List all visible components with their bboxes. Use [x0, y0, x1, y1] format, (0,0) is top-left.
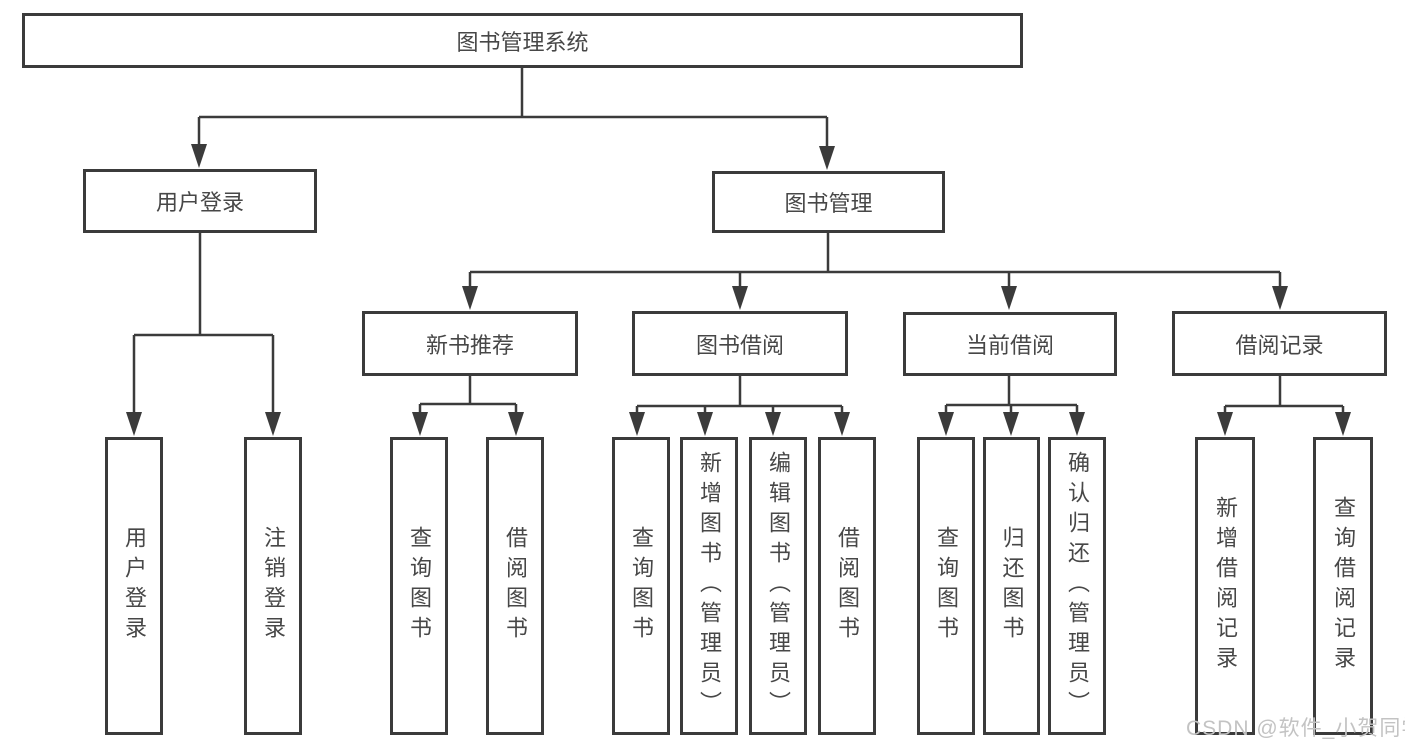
leaf-query-borrow-record-label: 查询借阅记录 [1331, 496, 1356, 676]
leaf-add-book-admin: 新增图书（管理员） [680, 437, 738, 735]
node-user-login: 用户登录 [83, 169, 317, 233]
node-book-borrowing: 图书借阅 [632, 311, 848, 376]
node-new-book-recommend-label: 新书推荐 [425, 332, 514, 358]
node-borrowing-records: 借阅记录 [1172, 311, 1387, 376]
leaf-borrow-books-borrowing-label: 借阅图书 [835, 526, 860, 646]
leaf-query-books-borrowing-label: 查询图书 [629, 526, 654, 646]
leaf-user-login: 用户登录 [105, 437, 163, 735]
leaf-query-books-recommend-label: 查询图书 [407, 526, 432, 646]
leaf-return-books-label: 归还图书 [999, 526, 1025, 646]
leaf-confirm-return-admin-label: 确认归还（管理员） [1065, 451, 1090, 721]
node-borrowing-records-label: 借阅记录 [1235, 332, 1324, 358]
leaf-edit-book-admin: 编辑图书（管理员） [749, 437, 807, 735]
node-root: 图书管理系统 [22, 13, 1023, 68]
node-book-management: 图书管理 [712, 171, 945, 233]
node-current-borrowing-label: 当前借阅 [965, 333, 1054, 358]
leaf-query-books-borrowing: 查询图书 [612, 437, 670, 735]
node-root-label: 图书管理系统 [456, 29, 589, 55]
watermark: CSDN @软件_小贺同学 [1186, 717, 1405, 740]
leaf-query-books-recommend: 查询图书 [390, 437, 448, 735]
leaf-return-books: 归还图书 [983, 437, 1040, 735]
leaf-add-book-admin-label: 新增图书（管理员） [697, 451, 722, 721]
leaf-logout-label: 注销登录 [261, 526, 286, 646]
leaf-edit-book-admin-label: 编辑图书（管理员） [766, 451, 791, 721]
leaf-user-login-label: 用户登录 [122, 526, 147, 646]
leaf-query-books-current-label: 查询图书 [934, 526, 959, 646]
leaf-borrow-books-recommend-label: 借阅图书 [503, 526, 528, 646]
leaf-confirm-return-admin: 确认归还（管理员） [1048, 437, 1106, 735]
node-user-login-label: 用户登录 [155, 190, 244, 215]
leaf-query-books-current: 查询图书 [917, 437, 975, 735]
leaf-borrow-books-borrowing: 借阅图书 [818, 437, 876, 735]
node-book-borrowing-label: 图书借阅 [695, 332, 784, 358]
leaf-query-borrow-record: 查询借阅记录 [1313, 437, 1373, 735]
node-new-book-recommend: 新书推荐 [362, 311, 578, 376]
leaf-logout: 注销登录 [244, 437, 302, 735]
node-current-borrowing: 当前借阅 [903, 312, 1117, 376]
leaf-add-borrow-record-label: 新增借阅记录 [1213, 496, 1238, 676]
node-book-management-label: 图书管理 [784, 191, 873, 216]
leaf-add-borrow-record: 新增借阅记录 [1195, 437, 1255, 735]
leaf-borrow-books-recommend: 借阅图书 [486, 437, 544, 735]
